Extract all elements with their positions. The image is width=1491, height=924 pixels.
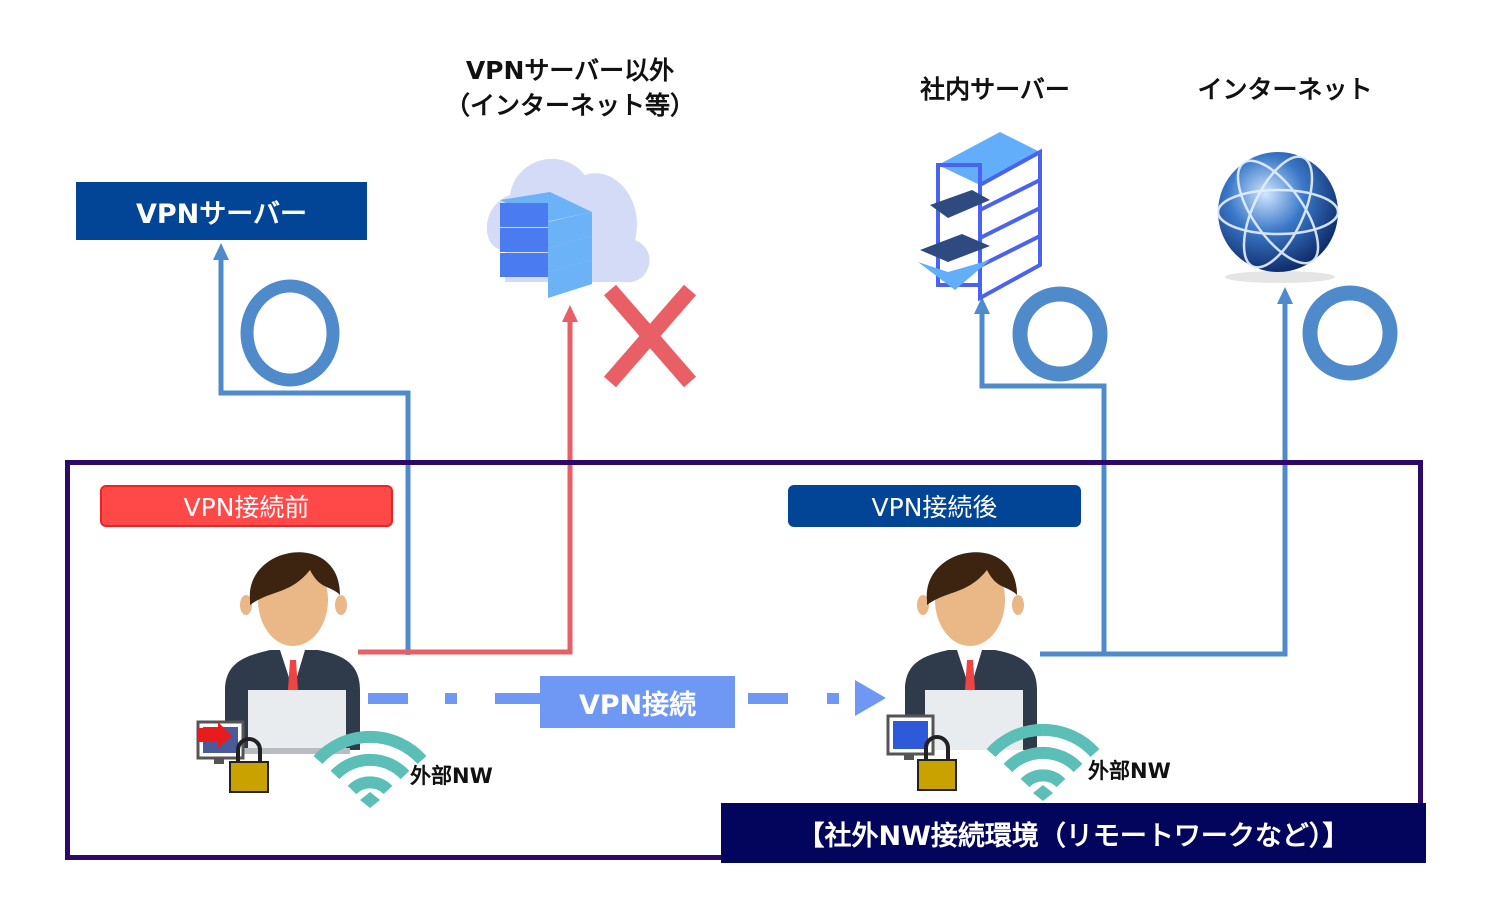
- rack-server-icon: [918, 132, 1042, 302]
- ok-circle-icon: [1012, 286, 1108, 382]
- locked-monitor-icon: [886, 714, 957, 791]
- ok-circle-icon: [1302, 285, 1398, 381]
- non-vpn-title-line2: （インターネット等）: [444, 91, 695, 120]
- wifi-icon: [313, 730, 427, 808]
- user-before-avatar: [225, 552, 360, 754]
- internal-server-title: 社内サーバー: [920, 75, 1070, 104]
- locked-monitor-arrow-icon: [196, 720, 269, 793]
- environment-banner: 【社外NW接続環境（リモートワークなど）】: [721, 803, 1426, 863]
- vpn-connection-arrow: [368, 680, 886, 716]
- connector-vpn-server: [213, 243, 411, 655]
- non-vpn-title-line1: VPNサーバー以外: [465, 56, 675, 85]
- after-vpn-badge: VPN接続後: [788, 485, 1081, 527]
- connector-internet: [1100, 287, 1293, 657]
- connector-non-vpn: [358, 305, 578, 655]
- external-network-label: 外部NW: [1088, 759, 1171, 783]
- vpn-server-label: VPNサーバー: [76, 182, 367, 240]
- ok-circle-icon: [240, 279, 340, 387]
- internet-title: インターネット: [1197, 75, 1373, 104]
- blocked-x-icon: [603, 284, 697, 388]
- before-vpn-badge: VPN接続前: [100, 485, 393, 527]
- connector-internal-server: [974, 297, 1107, 657]
- vpn-connection-label: VPN接続: [540, 676, 735, 728]
- cloud-server-icon: [486, 158, 650, 298]
- external-network-label: 外部NW: [410, 764, 493, 788]
- wifi-icon: [986, 723, 1100, 801]
- globe-icon: [1216, 152, 1340, 283]
